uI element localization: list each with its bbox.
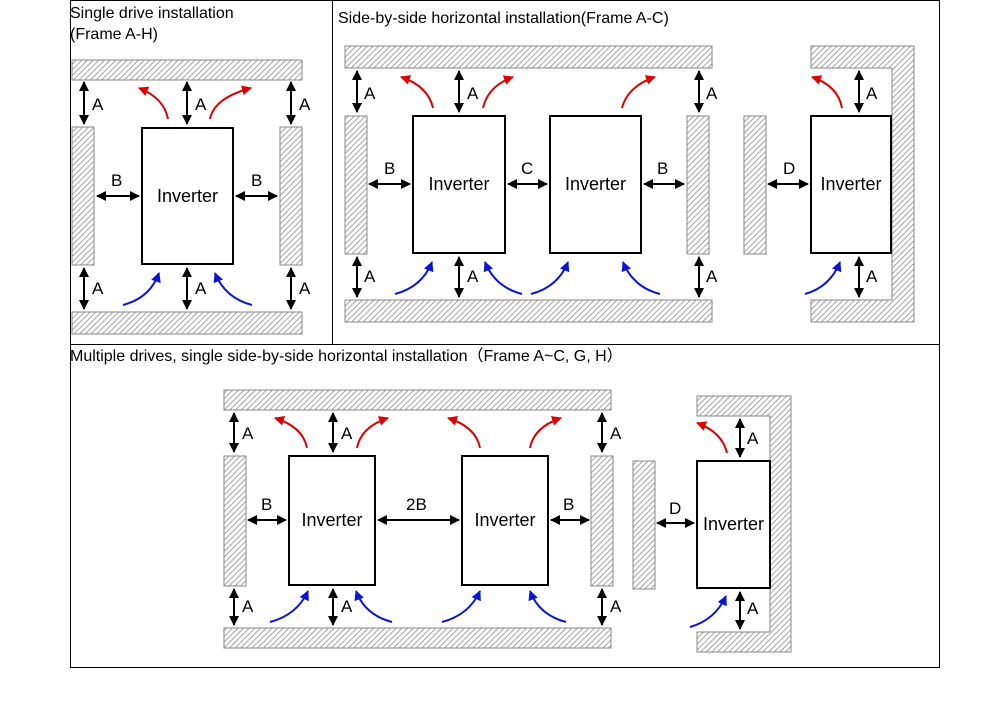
exhaust-airflow-arrow — [482, 75, 514, 109]
clearance-label-a: A — [706, 267, 718, 286]
exhaust-airflow-arrow — [811, 75, 843, 109]
clearance-label-a: A — [706, 84, 718, 103]
exhaust-airflow-arrow — [356, 416, 389, 449]
inverter-label: Inverter — [474, 510, 535, 530]
inverter-label: Inverter — [428, 174, 489, 194]
clearance-label-a: A — [747, 429, 759, 448]
bottom-wall — [344, 299, 713, 323]
inverter-box — [412, 115, 506, 254]
clearance-label-a: A — [364, 267, 376, 286]
clearance-label-a: A — [747, 599, 759, 618]
intake-airflow-arrow — [441, 590, 481, 623]
exhaust-airflow-arrow — [138, 86, 169, 120]
clearance-label-a: A — [866, 84, 878, 103]
clearance-label-a: A — [610, 424, 622, 443]
top-wall — [344, 45, 713, 69]
clearance-label-2b: 2B — [406, 495, 427, 514]
exhaust-airflow-arrow — [447, 415, 481, 449]
clearance-label-d: D — [783, 159, 795, 178]
clearance-label-b: B — [251, 171, 262, 190]
single-drive-title: Single drive installation — [70, 5, 234, 22]
inverter-box — [288, 455, 376, 586]
top-wall — [71, 59, 303, 81]
inverter-box — [141, 127, 234, 265]
enclosure-wall — [810, 45, 915, 323]
intake-airflow-arrow — [354, 590, 393, 623]
top-wall — [223, 389, 612, 411]
clearance-label-a: A — [242, 597, 254, 616]
left-wall — [71, 126, 95, 266]
side-wall — [743, 115, 767, 255]
clearance-label-a: A — [195, 279, 207, 298]
clearance-label-a: A — [341, 424, 353, 443]
inverter-label: Inverter — [301, 510, 362, 530]
enclosure-wall — [696, 395, 792, 653]
clearance-label-a: A — [92, 279, 104, 298]
clearance-label-a: A — [467, 84, 479, 103]
exhaust-airflow-arrow — [696, 421, 728, 454]
inverter-box — [696, 460, 771, 589]
left-wall — [344, 115, 368, 255]
right-wall — [686, 115, 710, 255]
clearance-label-a: A — [364, 84, 376, 103]
right-wall — [590, 455, 614, 587]
intake-airflow-arrow — [213, 272, 253, 306]
exhaust-airflow-arrow — [400, 75, 434, 109]
exhaust-airflow-arrow — [621, 75, 656, 109]
clearance-label-b: B — [261, 495, 272, 514]
intake-airflow-arrow — [528, 590, 567, 623]
clearance-label-b: B — [111, 171, 122, 190]
bottom-wall — [71, 311, 303, 335]
side-wall — [632, 460, 656, 590]
clearance-label-a: A — [92, 95, 104, 114]
exhaust-airflow-arrow — [529, 416, 562, 449]
bottom-wall — [223, 627, 612, 649]
clearance-label-c: C — [521, 159, 533, 178]
intake-airflow-arrow — [804, 261, 842, 295]
inverter-box — [461, 455, 549, 586]
clearance-label-a: A — [299, 95, 311, 114]
clearance-label-b: B — [563, 495, 574, 514]
clearance-label-d: D — [669, 499, 681, 518]
intake-airflow-arrow — [483, 261, 523, 295]
inverter-box — [549, 115, 642, 254]
side-by-side-panel: Inverter Inverter A A A A A A B C B Inve… — [344, 45, 915, 323]
inverter-label: Inverter — [565, 174, 626, 194]
inverter-label: Inverter — [820, 174, 881, 194]
multiple-drives-title: Multiple drives, single side-by-side hor… — [70, 347, 623, 365]
inverter-label: Inverter — [703, 514, 764, 534]
right-wall — [279, 126, 303, 266]
table-frame — [70, 0, 940, 668]
intake-airflow-arrow — [530, 261, 570, 295]
clearance-label-a: A — [299, 279, 311, 298]
intake-airflow-arrow — [621, 261, 661, 295]
clearance-label-a: A — [242, 424, 254, 443]
exhaust-airflow-arrow — [274, 415, 308, 449]
clearance-label-a: A — [610, 597, 622, 616]
clearance-label-a: A — [341, 597, 353, 616]
inverter-box — [810, 115, 892, 254]
clearance-label-a: A — [467, 267, 479, 286]
inverter-label: Inverter — [157, 186, 218, 206]
intake-airflow-arrow — [269, 590, 309, 623]
clearance-label-b: B — [384, 159, 395, 178]
multiple-drives-panel: Inverter Inverter A A A A A A B 2B B Inv… — [223, 389, 792, 653]
clearance-label-b: B — [657, 159, 668, 178]
intake-airflow-arrow — [689, 595, 727, 628]
intake-airflow-arrow — [122, 272, 161, 306]
exhaust-airflow-arrow — [209, 85, 252, 120]
single-drive-panel: Inverter A A A A A A B B — [71, 59, 311, 335]
intake-airflow-arrow — [394, 261, 434, 295]
clearance-label-a: A — [866, 267, 878, 286]
single-drive-frame-title: (Frame A-H) — [70, 26, 158, 43]
side-by-side-title: Side-by-side horizontal installation(Fra… — [338, 10, 669, 27]
clearance-label-a: A — [195, 95, 207, 114]
left-wall — [223, 455, 247, 587]
